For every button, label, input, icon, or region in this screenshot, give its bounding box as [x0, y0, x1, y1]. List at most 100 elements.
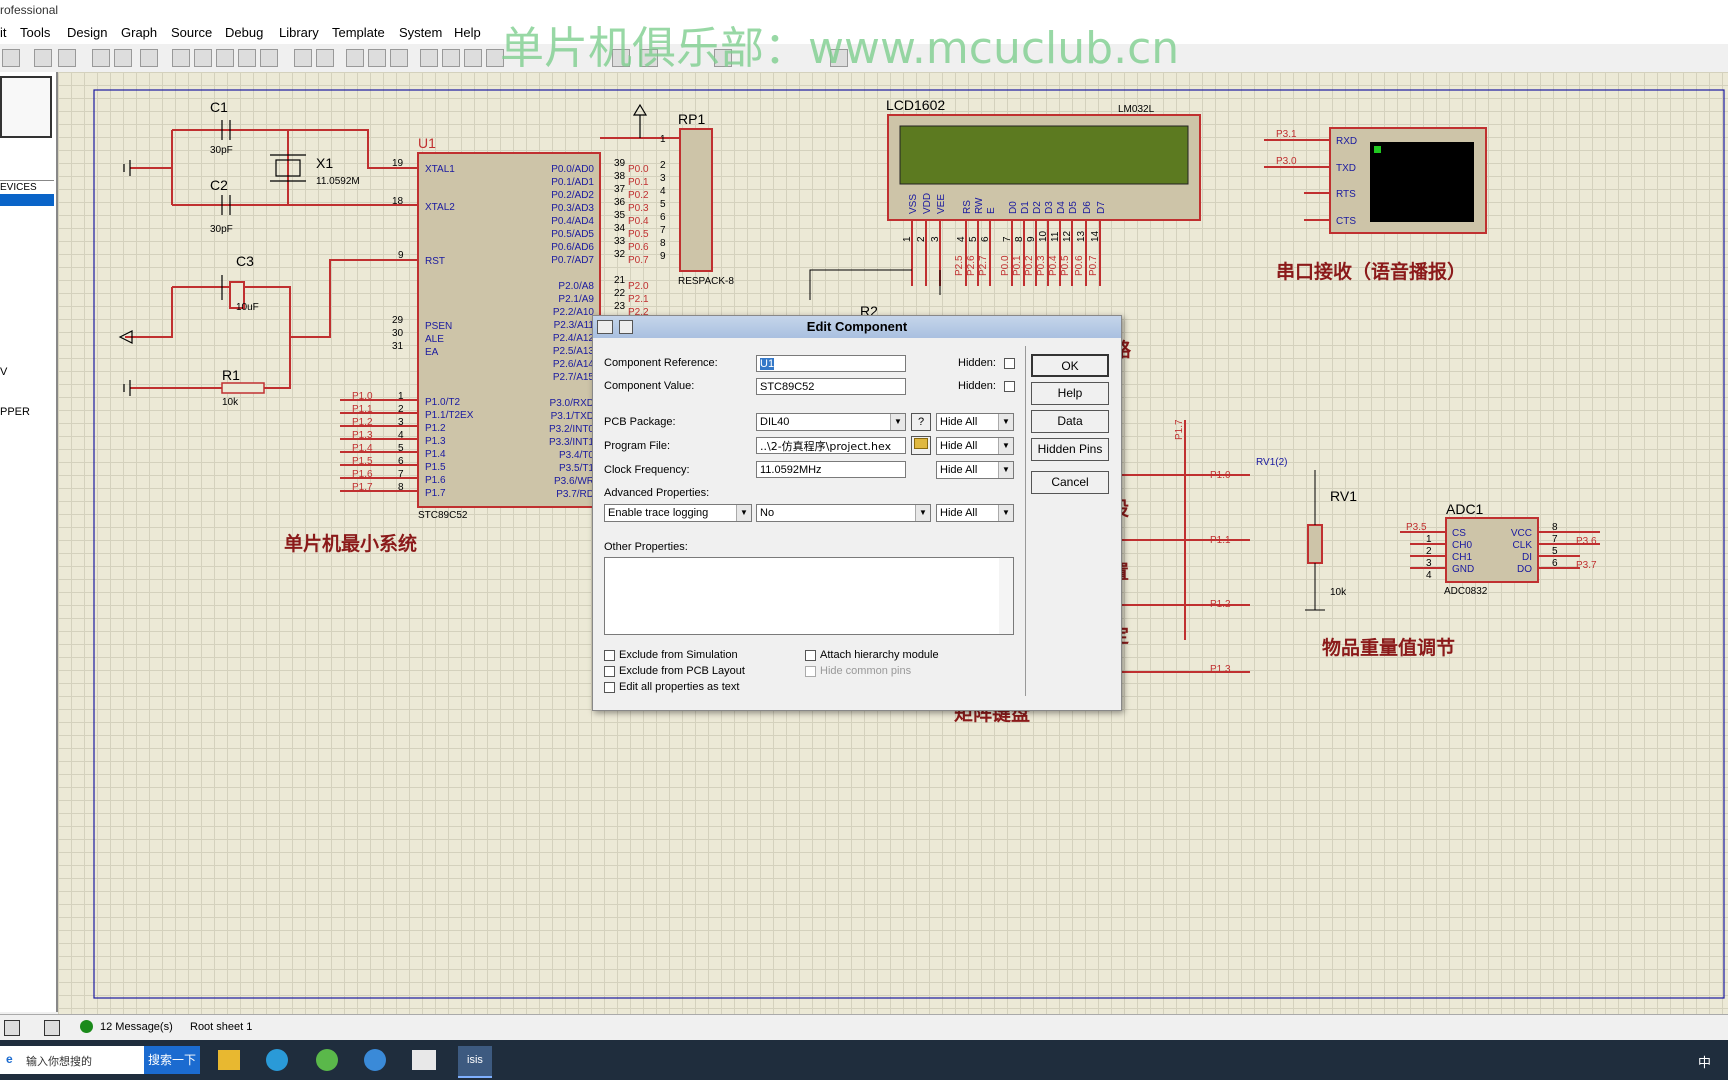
data-button[interactable]: Data: [1031, 410, 1109, 433]
rv1-probe: RV1(2): [1256, 457, 1288, 468]
svg-text:31: 31: [392, 341, 404, 352]
menu-graph[interactable]: Graph: [121, 25, 158, 40]
menu-debug[interactable]: Debug: [225, 25, 264, 40]
program-file-visibility-select[interactable]: Hide All▼: [936, 437, 1014, 455]
scrollbar[interactable]: [999, 558, 1013, 634]
paste-icon[interactable]: [390, 49, 408, 67]
copy-icon[interactable]: [368, 49, 386, 67]
origin-icon[interactable]: [140, 49, 158, 67]
menu-design[interactable]: Design: [67, 25, 108, 40]
value-hidden-checkbox[interactable]: [1004, 381, 1015, 392]
other-properties-textarea[interactable]: [604, 557, 1014, 635]
clock-visibility-select[interactable]: Hide All▼: [936, 461, 1014, 479]
cut-icon[interactable]: [346, 49, 364, 67]
grid-icon[interactable]: [114, 49, 132, 67]
svg-text:P2.7: P2.7: [978, 255, 989, 276]
overview-window[interactable]: [0, 76, 52, 138]
menu-edit[interactable]: it: [0, 25, 7, 40]
lcd-screen: [899, 125, 1189, 185]
menu-template[interactable]: Template: [332, 25, 385, 40]
redo-icon[interactable]: [316, 49, 334, 67]
p1-net-labels: P1.0P1.1 P1.2P1.3 P1.4P1.5 P1.6P1.7: [352, 391, 373, 493]
menu-library[interactable]: Library: [279, 25, 319, 40]
block-rotate-icon[interactable]: [464, 49, 482, 67]
menu-source[interactable]: Source: [171, 25, 213, 40]
menu-system[interactable]: System: [399, 25, 443, 40]
ref-hidden-checkbox[interactable]: [1004, 358, 1015, 369]
svg-text:P0.4: P0.4: [1048, 255, 1059, 276]
edit-component-dialog: Edit Component Component Reference: U1 H…: [592, 315, 1122, 711]
block-delete-icon[interactable]: [486, 49, 504, 67]
hide-common-pins-checkbox[interactable]: [805, 666, 816, 677]
image-viewer-icon[interactable]: [412, 1050, 436, 1070]
pcb-visibility-select[interactable]: Hide All▼: [936, 413, 1014, 431]
browse-folder-button[interactable]: [911, 436, 931, 455]
search-button[interactable]: 搜索一下: [144, 1046, 200, 1074]
isis-taskbar-button[interactable]: isis: [458, 1046, 492, 1078]
bom-icon[interactable]: [640, 49, 658, 67]
clock-frequency-input[interactable]: 11.0592MHz: [756, 461, 906, 478]
erc-icon[interactable]: [714, 49, 732, 67]
menu-tools[interactable]: Tools: [20, 25, 51, 40]
passive-components: [118, 103, 648, 396]
zoom-in-icon[interactable]: [194, 49, 212, 67]
file-explorer-icon[interactable]: [218, 1050, 240, 1070]
advanced-value-select[interactable]: No▼: [756, 504, 931, 522]
ok-button[interactable]: OK: [1031, 354, 1109, 377]
search-app-icon[interactable]: [364, 1049, 386, 1071]
pause-icon[interactable]: [4, 1020, 20, 1036]
block-copy-icon[interactable]: [420, 49, 438, 67]
menu-help[interactable]: Help: [454, 25, 481, 40]
svg-text:TXD: TXD: [1336, 163, 1356, 174]
exclude-pcb-checkbox[interactable]: [604, 666, 615, 677]
messages-count[interactable]: 12 Message(s): [100, 1021, 173, 1033]
pan-icon[interactable]: [172, 49, 190, 67]
help-button[interactable]: Help: [1031, 382, 1109, 405]
program-file-input[interactable]: ..\2-仿真程序\project.hex: [756, 437, 906, 454]
device-item[interactable]: PPER: [0, 406, 30, 418]
save-icon[interactable]: [2, 49, 20, 67]
block-move-icon[interactable]: [442, 49, 460, 67]
edge-icon[interactable]: [266, 1049, 288, 1071]
component-value-input[interactable]: STC89C52: [756, 378, 906, 395]
pcb-package-help-button[interactable]: ?: [911, 413, 931, 431]
browser-360-icon[interactable]: [316, 1049, 338, 1071]
svg-text:4: 4: [1426, 570, 1432, 581]
hidden-label: Hidden:: [958, 357, 996, 369]
pcb-package-select[interactable]: DIL40▼: [756, 413, 906, 431]
search-box[interactable]: e 输入你想搜的: [0, 1046, 144, 1074]
attach-hierarchy-checkbox[interactable]: [805, 650, 816, 661]
selected-device-item[interactable]: [0, 194, 54, 206]
zoom-out-icon[interactable]: [216, 49, 234, 67]
refresh-icon[interactable]: [92, 49, 110, 67]
stop-icon[interactable]: [44, 1020, 60, 1036]
ime-indicator[interactable]: 中: [1698, 1056, 1712, 1071]
ares-icon[interactable]: [830, 49, 848, 67]
exclude-simulation-checkbox[interactable]: [604, 650, 615, 661]
keypad-wires: [1120, 420, 1250, 673]
zoom-all-icon[interactable]: [238, 49, 256, 67]
clock-frequency-label: Clock Frequency:: [604, 464, 690, 476]
netlist-icon[interactable]: [612, 49, 630, 67]
advanced-property-select[interactable]: Enable trace logging▼: [604, 504, 752, 522]
advanced-visibility-select[interactable]: Hide All▼: [936, 504, 1014, 522]
edit-all-text-checkbox[interactable]: [604, 682, 615, 693]
zoom-area-icon[interactable]: [260, 49, 278, 67]
svg-text:P1.3: P1.3: [352, 430, 373, 441]
rv1-ref: RV1: [1330, 488, 1357, 504]
hidden-pins-button[interactable]: Hidden Pins: [1031, 438, 1109, 461]
svg-text:P1.3: P1.3: [1210, 664, 1231, 675]
device-item[interactable]: V: [0, 366, 8, 378]
export-icon[interactable]: [58, 49, 76, 67]
component-reference-input[interactable]: U1: [756, 355, 906, 372]
cancel-button[interactable]: Cancel: [1031, 471, 1109, 494]
svg-text:P3.6: P3.6: [1576, 536, 1597, 547]
svg-text:P1.1/T2EX: P1.1/T2EX: [425, 410, 474, 421]
svg-text:6: 6: [980, 236, 991, 242]
svg-text:39: 39: [614, 158, 626, 169]
import-icon[interactable]: [34, 49, 52, 67]
undo-icon[interactable]: [294, 49, 312, 67]
svg-text:P1.5: P1.5: [425, 462, 446, 473]
